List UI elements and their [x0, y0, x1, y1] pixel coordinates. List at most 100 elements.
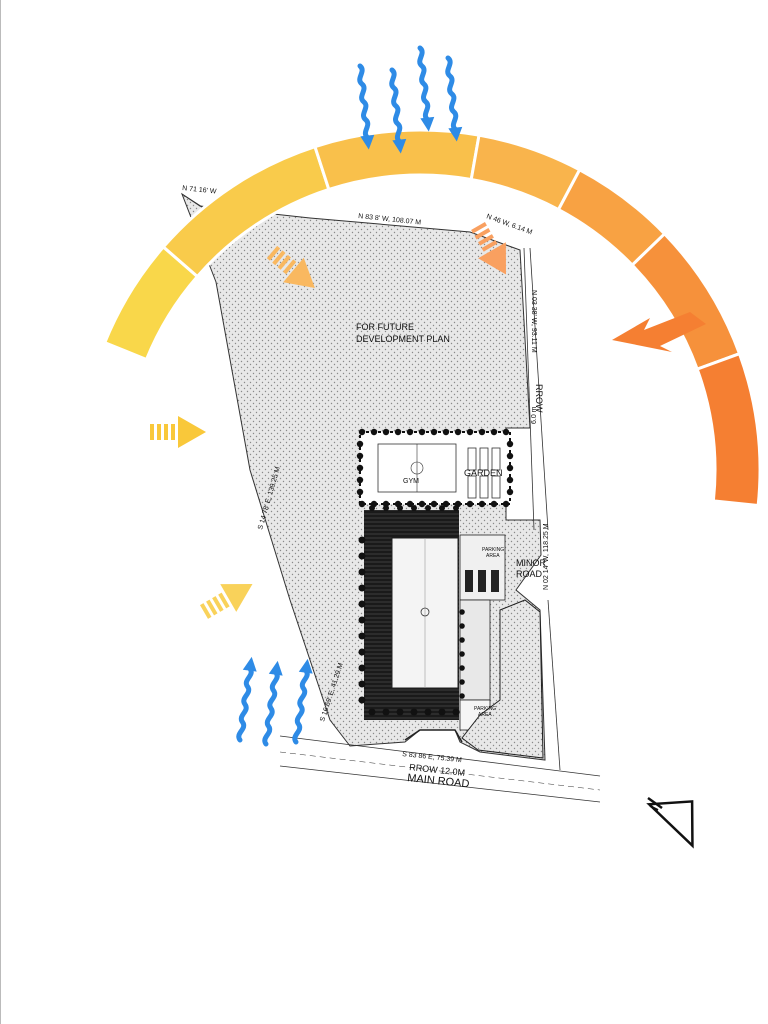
- parking-label-1: PARKING: [482, 547, 504, 553]
- column-marker: [358, 616, 366, 624]
- column-marker: [396, 708, 404, 716]
- column-marker: [358, 568, 366, 576]
- column-marker: [430, 428, 438, 436]
- column-marker: [459, 679, 465, 685]
- column-marker: [382, 428, 390, 436]
- column-marker: [356, 488, 364, 496]
- column-marker: [442, 428, 450, 436]
- column-marker: [466, 428, 474, 436]
- column-marker: [358, 428, 366, 436]
- column-marker: [358, 500, 366, 508]
- column-marker: [370, 428, 378, 436]
- column-marker: [452, 708, 460, 716]
- sun-ray-arrow-icon: [266, 245, 315, 288]
- building-columns: [356, 428, 514, 716]
- column-marker: [406, 428, 414, 436]
- column-marker: [356, 452, 364, 460]
- column-marker: [418, 500, 426, 508]
- column-marker: [459, 623, 465, 629]
- column-marker: [410, 708, 418, 716]
- parking-area-label-2: AREA: [478, 712, 492, 718]
- column-marker: [430, 500, 438, 508]
- bearing-right-upper: N 03 38' W, 93.11 M: [530, 290, 537, 353]
- wind-wave-icon: [233, 656, 259, 741]
- column-marker: [382, 708, 390, 716]
- sun-arc-segment: [695, 351, 762, 508]
- column-marker: [490, 500, 498, 508]
- minor-road-label: MINOR: [516, 558, 546, 568]
- parking-area-label-1: AREA: [486, 553, 500, 559]
- column-marker: [406, 500, 414, 508]
- column-marker: [459, 665, 465, 671]
- column-marker: [358, 552, 366, 560]
- column-marker: [442, 500, 450, 508]
- parking-label-2: PARKING: [474, 706, 496, 712]
- sun-arc-segment: [630, 231, 742, 372]
- site-plan: [180, 192, 601, 803]
- column-marker: [394, 428, 402, 436]
- wind-wave-icon: [259, 660, 285, 745]
- rrow-side-width: 6.0 m: [531, 406, 538, 424]
- column-marker: [358, 600, 366, 608]
- column-marker: [490, 428, 498, 436]
- wind-bottom-group: [233, 656, 315, 745]
- bearing-top-left: N 71 16' W: [182, 185, 217, 196]
- minor-road-label-line2: ROAD: [516, 569, 543, 579]
- column-marker: [502, 500, 510, 508]
- column-marker: [438, 708, 446, 716]
- column-marker: [356, 464, 364, 472]
- column-marker: [368, 708, 376, 716]
- future-development-label: FOR FUTURE: [356, 322, 414, 332]
- column-marker: [369, 505, 375, 511]
- main-building: [364, 510, 506, 731]
- column-marker: [397, 505, 403, 511]
- column-marker: [411, 505, 417, 511]
- column-marker: [459, 651, 465, 657]
- wind-wave-icon: [289, 658, 315, 743]
- sun-ray-arrows: [150, 222, 506, 619]
- column-marker: [383, 505, 389, 511]
- bearing-top-right: N 46 W, 6.14 M: [485, 213, 533, 236]
- column-marker: [478, 500, 486, 508]
- garden-label: GARDEN: [464, 468, 503, 478]
- column-marker: [506, 464, 514, 472]
- column-marker: [358, 664, 366, 672]
- column-marker: [506, 488, 514, 496]
- wind-wave-icon: [413, 47, 436, 132]
- column-marker: [358, 648, 366, 656]
- column-marker: [356, 440, 364, 448]
- column-marker: [459, 637, 465, 643]
- column-marker: [454, 428, 462, 436]
- column-marker: [502, 428, 510, 436]
- future-development-label-line2: DEVELOPMENT PLAN: [356, 334, 450, 344]
- sun-arc-arrowhead: [612, 312, 706, 352]
- column-marker: [506, 476, 514, 484]
- column-marker: [453, 505, 459, 511]
- column-marker: [459, 693, 465, 699]
- column-marker: [459, 609, 465, 615]
- column-marker: [418, 428, 426, 436]
- column-marker: [425, 505, 431, 511]
- column-marker: [439, 505, 445, 511]
- column-marker: [424, 708, 432, 716]
- gym-garden-block: [359, 431, 511, 505]
- sun-ray-arrow-icon: [150, 416, 206, 448]
- column-marker: [356, 476, 364, 484]
- column-marker: [358, 536, 366, 544]
- column-marker: [358, 680, 366, 688]
- north-arrow-icon: [646, 796, 694, 849]
- column-marker: [506, 440, 514, 448]
- sun-path-arc: [102, 128, 762, 508]
- gym-label: GYM: [403, 478, 419, 485]
- column-marker: [478, 428, 486, 436]
- column-marker: [506, 452, 514, 460]
- column-marker: [466, 500, 474, 508]
- column-marker: [358, 584, 366, 592]
- sun-ray-arrow-icon: [200, 584, 253, 619]
- rrow-side-label: RROW: [534, 384, 544, 413]
- column-marker: [358, 696, 366, 704]
- sun-ray-arrow-icon: [471, 222, 506, 275]
- bearing-right-lower: N 02 14' W, 118.25 M: [543, 523, 550, 590]
- column-marker: [358, 632, 366, 640]
